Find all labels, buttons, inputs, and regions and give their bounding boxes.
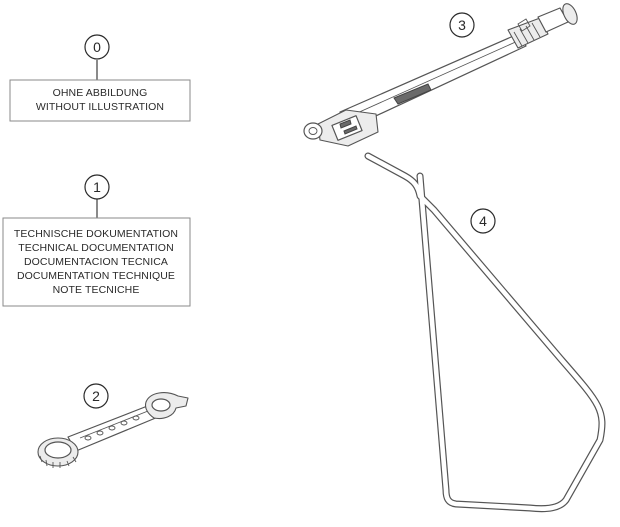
wrench-spanner-hole <box>151 398 171 412</box>
label-0-line-2: WITHOUT ILLUSTRATION <box>36 101 164 113</box>
label-1-line-4: DOCUMENTATION TECHNIQUE <box>17 270 175 282</box>
label-1-line-2: TECHNICAL DOCUMENTATION <box>18 242 174 254</box>
callout-1: 1 TECHNISCHE DOKUMENTATION TECHNICAL DOC… <box>2 174 191 307</box>
label-1-line-5: NOTE TECNICHE <box>53 284 140 296</box>
callout-circle-4 <box>470 208 496 234</box>
callout-number-1: 1 <box>93 179 101 195</box>
wrench-hole <box>132 415 140 421</box>
tool-lock-ring <box>517 18 531 32</box>
label-1-line-1: TECHNISCHE DOKUMENTATION <box>14 228 178 240</box>
stand-rod-part <box>364 152 606 513</box>
callout-2: 2 <box>83 383 109 409</box>
callout-circle-3 <box>449 12 475 38</box>
wrench-shaft-edge <box>79 410 149 439</box>
tool-collar-ribs <box>513 22 541 47</box>
callout-number-3: 3 <box>458 17 466 33</box>
callout-number-2: 2 <box>92 388 100 404</box>
label-1-line-3: DOCUMENTACION TECNICA <box>24 256 168 268</box>
wrench-hole <box>84 435 92 441</box>
tool-collar <box>507 17 549 49</box>
wrench-part <box>37 392 189 468</box>
wrench-ring-opening <box>44 441 72 459</box>
tool-end-cap <box>562 3 578 25</box>
stand-rod-fill <box>365 153 605 512</box>
label-box-0 <box>9 79 191 122</box>
tool-tube-edge <box>345 39 521 119</box>
tool-display-marks <box>339 119 358 135</box>
tool-drive-center <box>308 127 318 135</box>
callout-4: 4 <box>470 208 496 234</box>
wrench-shaft <box>67 404 159 452</box>
callout-circle-0 <box>84 34 110 60</box>
callout-3: 3 <box>449 12 475 38</box>
callout-circle-2 <box>83 383 109 409</box>
wrench-hole <box>108 425 116 431</box>
label-0-line-1: OHNE ABBILDUNG <box>53 87 148 99</box>
callout-0: 0 OHNE ABBILDUNG WITHOUT ILLUSTRATION <box>9 34 191 122</box>
wrench-hole <box>120 420 128 426</box>
wrench-hole <box>96 430 104 436</box>
callout-number-0: 0 <box>93 39 101 55</box>
tool-square-drive <box>303 122 323 140</box>
callout-circle-1 <box>84 174 110 200</box>
tool-display <box>331 115 363 141</box>
wrench-ring-teeth <box>39 455 77 468</box>
tool-grip-marking <box>393 83 432 105</box>
torque-tool-part <box>303 3 578 147</box>
label-box-1 <box>2 217 191 307</box>
callout-number-4: 4 <box>479 213 487 229</box>
